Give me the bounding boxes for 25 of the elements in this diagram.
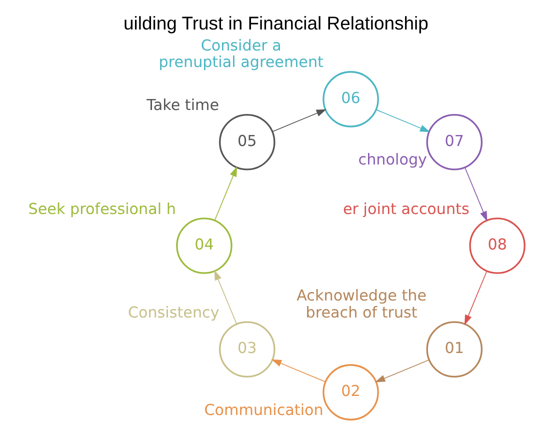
node-label: Seek professional h	[28, 200, 176, 218]
node-label: Take time	[146, 96, 219, 114]
node-circle: 06	[322, 71, 378, 128]
node-label: er joint accounts	[342, 200, 469, 218]
arrow	[214, 270, 237, 324]
node-circle: 01	[426, 321, 482, 378]
node-circle: 07	[426, 114, 482, 170]
node-label: Acknowledge the breach of trust	[296, 286, 426, 322]
node-circle: 08	[468, 218, 525, 274]
node-circle: 02	[322, 364, 378, 420]
arrow	[270, 359, 326, 382]
node-label: Communication	[204, 400, 323, 419]
arrow	[464, 270, 487, 326]
node-label: Consistency	[127, 303, 219, 322]
arrow	[272, 109, 326, 132]
node-circle: 04	[176, 218, 232, 274]
diagram-title: uilding Trust in Financial Relationship	[123, 12, 428, 34]
node-label: Consider a prenuptial agreement	[158, 36, 323, 72]
arrow	[374, 359, 429, 382]
arrow	[464, 167, 487, 222]
node-circle: 03	[218, 321, 275, 378]
arrow	[375, 109, 430, 132]
node-circle: 05	[218, 114, 275, 170]
arrow	[214, 166, 237, 221]
node-label: chnology	[358, 150, 426, 169]
